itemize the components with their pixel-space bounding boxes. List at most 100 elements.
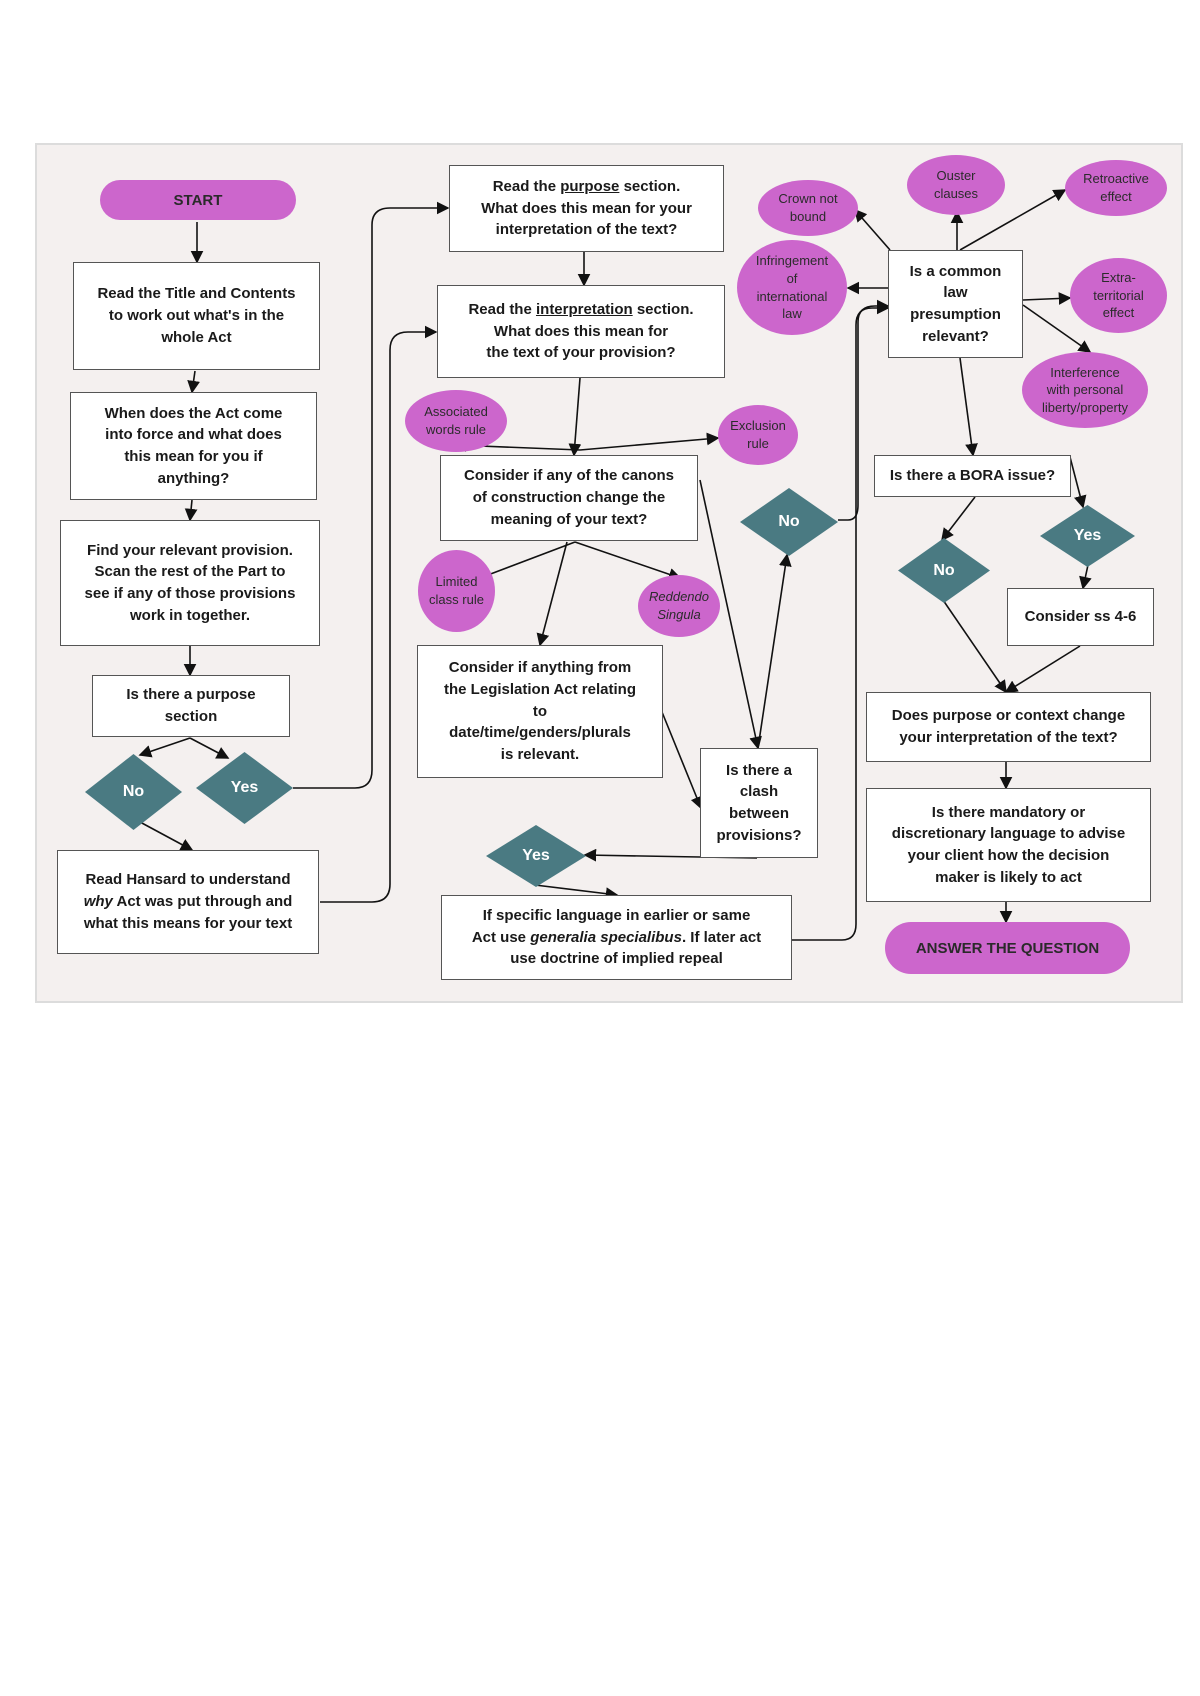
start-label: START — [173, 191, 223, 209]
arrow-canons-to-reddendo — [574, 541, 682, 581]
canons-text: Consider if any of the canons of constru… — [463, 467, 675, 528]
arrow-legislation-to-clash — [661, 711, 703, 810]
arrow-no-to-hansard — [139, 821, 194, 851]
find-provision-text: Find your relevant provision. Scan the r… — [84, 541, 296, 624]
specific-italic: generalia specialibus — [530, 928, 682, 946]
purpose-no-diamond: No — [85, 754, 182, 830]
arrow-commencement-to-find — [184, 499, 198, 522]
hansard-line-1: Read Hansard to understand — [85, 871, 291, 889]
arrow-commonlaw-to-liberty — [1022, 304, 1092, 353]
hansard-why: why — [83, 893, 113, 911]
arrow-clash-to-no — [757, 553, 792, 749]
title-contents-text: Read the Title and Contents to work out … — [97, 285, 296, 346]
retroactive-effect-bubble: Retroactive effect — [1065, 160, 1167, 216]
purpose-post: section. — [619, 177, 681, 195]
exclusion-rule-bubble: Exclusion rule — [718, 405, 798, 465]
arrow-purposeq-to-yes — [189, 737, 230, 759]
arrow-commonlaw-to-retroactive — [959, 189, 1067, 251]
arrow-specific-to-commonlaw — [792, 301, 890, 941]
arrow-commonlaw-to-crown — [853, 208, 891, 251]
canons-box: Consider if any of the canons of constru… — [440, 455, 698, 541]
specific-language-box: If specific language in earlier or same … — [441, 895, 792, 980]
mandatory-language-box: Is there mandatory or discretionary lang… — [866, 788, 1151, 902]
specific-line-2a: Act use — [471, 928, 531, 946]
arrow-commonlaw-to-bora — [959, 357, 978, 457]
legislation-act-text: Consider if anything from the Legislatio… — [444, 659, 636, 764]
arrow-yes-to-purpose-section — [293, 201, 450, 789]
specific-line-2b: . If later act — [681, 928, 762, 946]
purpose-section-question-text: Is there a purpose section — [126, 686, 256, 725]
arrow-interp-to-canons — [568, 377, 582, 457]
arrow-canons-to-clash — [699, 479, 762, 750]
arrow-purposeq-to-no — [138, 737, 191, 758]
arrow-commonlaw-to-extraterritorial — [1022, 292, 1072, 305]
arrow-no-to-purposecontext — [942, 599, 1007, 694]
arrow-canons-to-exclusion — [579, 432, 720, 451]
bora-text: Is there a BORA issue? — [889, 467, 1056, 485]
purpose-section-box: Read the purpose section. What does this… — [449, 165, 724, 252]
arrow-no-to-commonlaw — [838, 299, 890, 521]
bora-no-diamond: No — [898, 538, 990, 603]
purpose-yes-label: Yes — [230, 779, 259, 796]
interp-underline: interpretation — [535, 300, 633, 318]
arrow-ss46-to-purposecontext — [1004, 645, 1081, 693]
bora-box: Is there a BORA issue? — [874, 455, 1071, 497]
interp-pre: Read the — [468, 300, 536, 318]
purpose-section-text: Read the purpose section. What does this… — [481, 176, 692, 241]
interp-rest: What does this mean for the text of your… — [486, 322, 676, 362]
specific-line-1: If specific language in earlier or same — [482, 906, 751, 924]
common-law-text: Is a common law presumption relevant? — [909, 262, 1002, 345]
specific-line-3: use doctrine of implied repeal — [510, 950, 723, 968]
arrow-bora-to-yes — [1069, 456, 1087, 509]
arrow-bora-to-no — [941, 496, 976, 542]
extraterritorial-bubble: Extra- territorial effect — [1070, 258, 1167, 333]
hansard-box: Read Hansard to understand why Act was p… — [57, 850, 319, 954]
reddendo-bubble: Reddendo Singula — [638, 575, 720, 637]
personal-liberty-bubble: Interference with personal liberty/prope… — [1022, 352, 1148, 428]
clash-text: Is there a clash between provisions? — [716, 761, 802, 844]
answer-node: ANSWER THE QUESTION — [885, 922, 1130, 974]
consider-ss46-box: Consider ss 4-6 — [1007, 588, 1154, 646]
commencement-text: When does the Act come into force and wh… — [104, 404, 283, 487]
arrow-yes-to-ss46 — [1079, 564, 1092, 590]
arrow-canons-to-legislation — [536, 541, 568, 647]
purpose-no-label: No — [122, 783, 145, 800]
start-node: START — [100, 180, 296, 220]
mandatory-language-text: Is there mandatory or discretionary lang… — [891, 803, 1126, 886]
crown-not-bound-bubble: Crown not bound — [758, 180, 858, 236]
commencement-box: When does the Act come into force and wh… — [70, 392, 317, 500]
hansard-line-3: what this means for your text — [83, 914, 293, 932]
interpretation-section-box: Read the interpretation section. What do… — [437, 285, 725, 378]
hansard-line-2: Act was put through and — [112, 893, 293, 911]
title-contents-box: Read the Title and Contents to work out … — [73, 262, 320, 370]
ouster-clauses-bubble: Ouster clauses — [907, 155, 1005, 215]
limited-class-bubble: Limited class rule — [418, 550, 495, 632]
common-law-box: Is a common law presumption relevant? — [888, 250, 1023, 358]
associated-words-bubble: Associated words rule — [405, 390, 507, 452]
purpose-yes-diamond: Yes — [196, 752, 293, 824]
arrow-hansard-to-interp — [320, 325, 438, 903]
purpose-underline: purpose — [560, 177, 620, 195]
purpose-pre: Read the — [492, 177, 561, 195]
clash-box: Is there a clash between provisions? — [700, 748, 818, 858]
interpretation-section-text: Read the interpretation section. What do… — [468, 299, 693, 364]
international-law-bubble: Infringement of international law — [737, 240, 847, 335]
consider-ss46-text: Consider ss 4-6 — [1024, 608, 1137, 626]
bora-no-label: No — [933, 561, 955, 579]
legislation-act-box: Consider if anything from the Legislatio… — [417, 645, 663, 778]
purpose-context-text: Does purpose or context change your inte… — [891, 707, 1126, 746]
purpose-context-box: Does purpose or context change your inte… — [866, 692, 1151, 762]
arrow-title-to-commencement — [187, 370, 200, 394]
arrow-yes-to-specific — [534, 884, 619, 900]
clash-no-label: No — [778, 513, 800, 530]
purpose-rest: What does this mean for your interpretat… — [481, 199, 692, 239]
find-provision-box: Find your relevant provision. Scan the r… — [60, 520, 320, 646]
purpose-section-question-box: Is there a purpose section — [92, 675, 290, 737]
bora-yes-label: Yes — [1073, 527, 1102, 544]
clash-no-diamond: No — [740, 488, 838, 556]
hansard-text: Read Hansard to understand why Act was p… — [84, 869, 293, 934]
clash-yes-label: Yes — [522, 847, 550, 864]
specific-language-text: If specific language in earlier or same … — [472, 905, 761, 970]
arrow-canons-to-limited — [478, 541, 576, 581]
